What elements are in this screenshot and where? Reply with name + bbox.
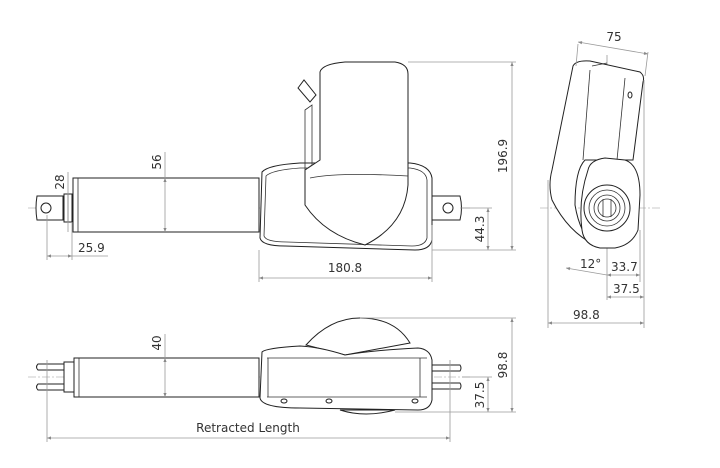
- gearbox-housing: [259, 345, 433, 411]
- dim-height: 98.8: [496, 352, 510, 379]
- dim-tube-diameter: 40: [150, 335, 164, 350]
- dim-center: 37.5: [473, 382, 487, 409]
- motor: [304, 61, 409, 246]
- motor-bottom-bulge: [339, 409, 396, 415]
- dim-width-top: 75: [606, 30, 621, 44]
- rod-eye-hole: [40, 202, 52, 214]
- motor-side-profile: [549, 60, 645, 246]
- bottom-view: 98.8 37.5 40 Retracted Length: [28, 317, 516, 442]
- dim-angle: 12°: [580, 257, 601, 271]
- dim-rod-eye: 28: [53, 174, 67, 189]
- outer-tube: [73, 357, 260, 398]
- dim-housing-length: 180.8: [328, 261, 362, 275]
- rod-collar: [63, 361, 75, 393]
- dim-eye-offset: 25.9: [78, 241, 105, 255]
- dim-half-width: 37.5: [613, 282, 640, 296]
- outer-tube: [72, 177, 260, 233]
- rod-clevis: [36, 363, 65, 391]
- cable-guide: [304, 104, 313, 171]
- retracted-length-label: Retracted Length: [196, 421, 300, 435]
- rear-clevis: [431, 364, 462, 390]
- dim-offset: 33.7: [611, 260, 638, 274]
- end-view: 75 12° 33.7 37.5 98.8: [540, 30, 660, 328]
- dim-total-width: 98.8: [573, 308, 600, 322]
- cable-connector: [297, 79, 317, 103]
- rear-eye-hole: [442, 202, 454, 214]
- dim-height-196-9: 196.9: [496, 139, 510, 173]
- dim-tube-diameter: 56: [150, 154, 164, 169]
- dim-center-height: 44.3: [473, 216, 487, 243]
- top-view: 196.9 44.3 180.8 25.9 28 56: [28, 61, 516, 282]
